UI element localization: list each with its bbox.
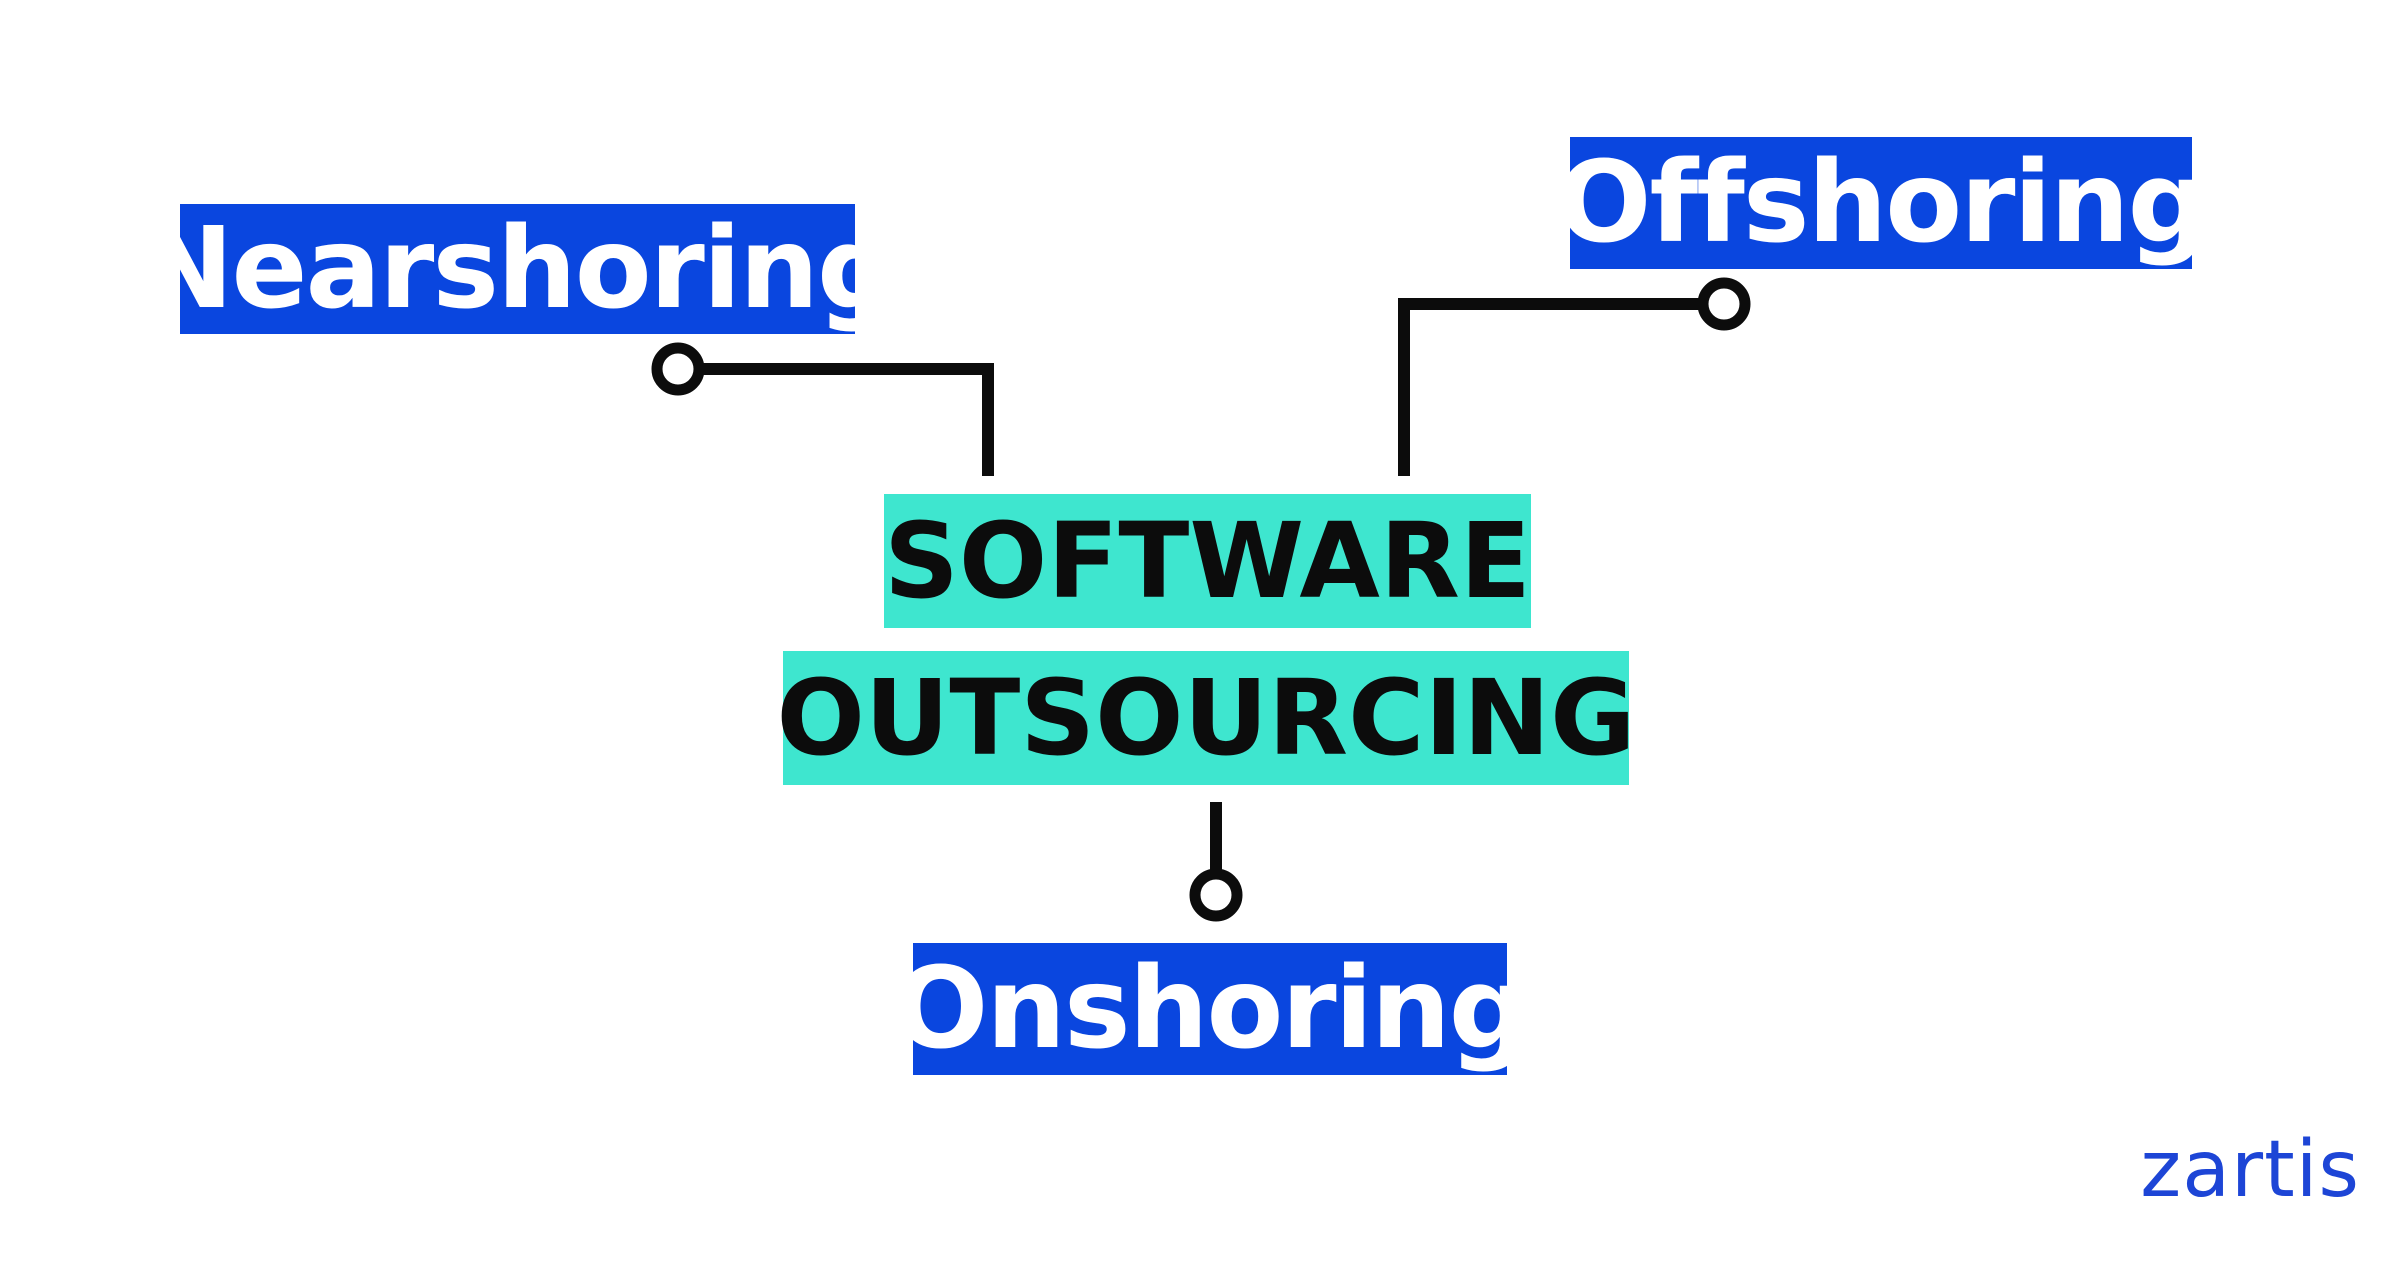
offshoring-connector (1398, 298, 1724, 476)
center-label-line2: OUTSOURCING (776, 651, 1636, 785)
offshoring-connector-node (1697, 277, 1751, 331)
zartis-logo: zartis (2140, 1125, 2360, 1215)
center-label-line1: SOFTWARE (884, 494, 1531, 628)
onshoring-connector-node (1189, 868, 1243, 922)
nearshoring-connector-node (651, 342, 705, 396)
nearshoring-label: Nearshoring (139, 204, 897, 334)
nearshoring-connector (678, 363, 994, 476)
onshoring-label: Onshoring (893, 943, 1529, 1075)
offshoring-label: Offshoring (1556, 137, 2208, 269)
